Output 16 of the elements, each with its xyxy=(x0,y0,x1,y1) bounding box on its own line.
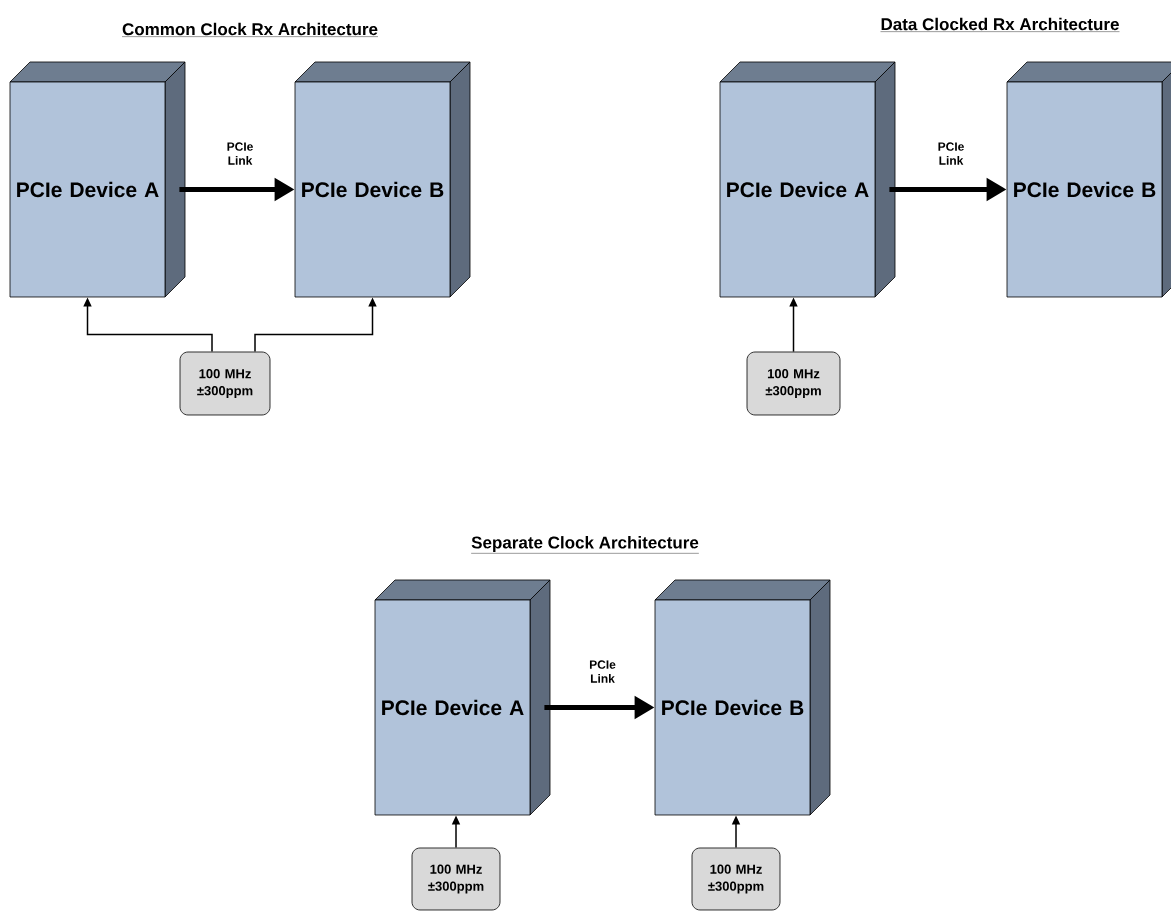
edge-label: PCIe Link xyxy=(219,141,261,166)
clock-box: 100 MHz ±300ppm xyxy=(411,847,501,911)
section-heading: Common Clock Rx Architecture xyxy=(121,22,379,37)
device-block: PCIe Device A xyxy=(374,579,551,816)
section-heading: Separate Clock Architecture xyxy=(470,536,700,554)
edge-label: PCIe Link xyxy=(581,659,624,684)
clock-box: 100 MHz ±300ppm xyxy=(179,351,271,416)
device-block: PCIe Device A xyxy=(9,61,186,298)
clock-box: 100 MHz ±300ppm xyxy=(746,351,841,416)
device-block: PCIe Device A xyxy=(719,61,896,298)
section-heading: Data Clocked Rx Architecture xyxy=(880,17,1120,32)
edge-label: PCIe Link xyxy=(930,141,972,166)
device-block: PCIe Device B xyxy=(294,61,471,298)
device-block: PCIe Device B xyxy=(654,579,831,816)
clock-box: 100 MHz ±300ppm xyxy=(691,847,781,911)
device-block: PCIe Device B xyxy=(1006,61,1171,298)
